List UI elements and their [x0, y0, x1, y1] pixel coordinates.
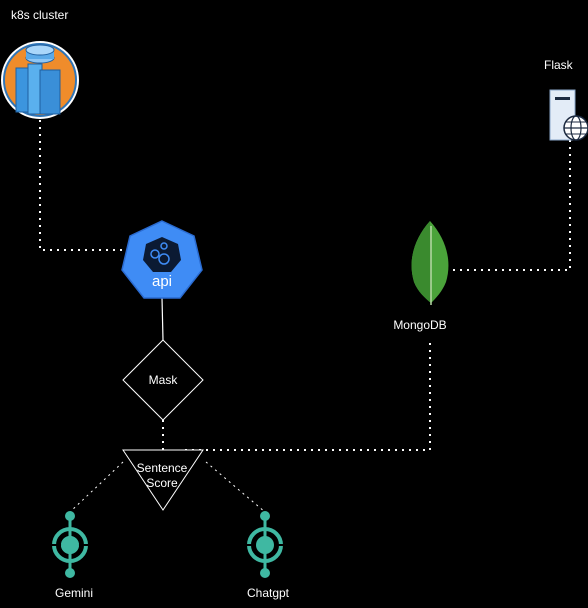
mongodb-label: MongoDB: [393, 318, 447, 332]
flask-label: Flask: [544, 58, 573, 72]
chatgpt-label: Chatgpt: [246, 586, 290, 600]
sentence-score-label-line2: Score: [146, 476, 178, 490]
k8s-cluster-icon[interactable]: [1, 41, 79, 119]
kubernetes-api-icon[interactable]: [121, 220, 203, 299]
edge-api-mask: [161, 297, 164, 341]
gemini-icon[interactable]: [50, 511, 90, 578]
api-label: api: [151, 273, 173, 290]
sentence-score-node[interactable]: [122, 449, 204, 511]
edge-mongodb-score: [185, 343, 431, 451]
edge-flask-mongodb: [450, 140, 571, 271]
gear-icon: [150, 242, 170, 265]
edge-cluster-api: [39, 120, 122, 251]
edge-score-chatgpt: [205, 461, 266, 513]
chatgpt-icon[interactable]: [245, 511, 285, 578]
k8s-cluster-label: k8s cluster: [11, 8, 69, 22]
mask-node[interactable]: [122, 339, 204, 421]
mongodb-leaf-icon[interactable]: [411, 221, 449, 305]
edge-score-gemini: [69, 461, 124, 513]
gemini-label: Gemini: [54, 586, 94, 600]
web-server-icon[interactable]: [549, 89, 588, 141]
mask-label: Mask: [148, 373, 178, 387]
sentence-score-label-line1: Sentence: [136, 461, 188, 475]
